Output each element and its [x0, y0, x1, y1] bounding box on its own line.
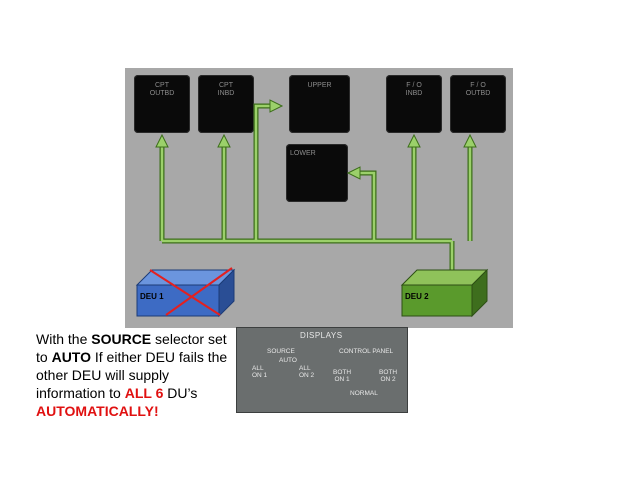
du-lower: LOWER: [286, 144, 348, 202]
deu1-fail-cross-a: [149, 269, 221, 316]
caption-source: SOURCE: [91, 331, 152, 347]
du-fo-inbd: F / O INBD: [386, 75, 442, 133]
deu2-label: DEU 2: [405, 292, 429, 301]
source-auto-label: AUTO: [279, 357, 297, 364]
caption-automatically: AUTOMATICALLY!: [36, 403, 159, 419]
arrow-cpt-outbd: [155, 133, 169, 148]
arrow-lower: [346, 166, 361, 180]
du-label-cpt-outbd: CPT OUTBD: [149, 82, 175, 97]
deu1-box: [135, 267, 236, 318]
du-fo-outbd: F / O OUTBD: [450, 75, 506, 133]
displays-overhead-panel: DISPLAYS SOURCE CONTROL PANEL AUTO ALL O…: [236, 327, 408, 413]
caption-text-1: With the: [36, 331, 92, 347]
arrow-fo-outbd: [463, 133, 477, 148]
caption-text-4: DU’s: [163, 385, 198, 401]
du-cpt-outbd: CPT OUTBD: [134, 75, 190, 133]
du-label-cpt-inbd: CPT INBD: [217, 82, 235, 97]
du-label-lower: LOWER: [290, 150, 316, 157]
source-all-on-2-label: ALL ON 2: [299, 365, 315, 379]
du-upper: UPPER: [289, 75, 350, 133]
arrow-cpt-inbd: [217, 133, 231, 148]
source-label: SOURCE: [267, 348, 295, 355]
cp-both-on-2-label: BOTH ON 2: [379, 369, 398, 383]
caption-text-3: If either DEU fails the other DEU will s…: [36, 349, 228, 401]
deu2-box: [400, 268, 489, 318]
source-all-on-1-label: ALL ON 1: [252, 365, 268, 379]
du-label-fo-outbd: F / O OUTBD: [465, 82, 491, 97]
deu1-label: DEU 1: [140, 292, 164, 301]
caption-all6: ALL 6: [124, 385, 164, 401]
control-panel-label: CONTROL PANEL: [339, 348, 394, 355]
du-cpt-inbd: CPT INBD: [198, 75, 254, 133]
caption-text-2: selector set to: [36, 331, 227, 365]
du-label-upper: UPPER: [307, 82, 332, 89]
caption-auto: AUTO: [51, 349, 91, 365]
cp-both-on-1-label: BOTH ON 1: [333, 369, 352, 383]
arrow-upper: [269, 99, 284, 113]
bus-to-upper: [253, 103, 270, 241]
bus-to-lower: [360, 170, 377, 241]
deu1-fail-cross-b: [165, 267, 233, 316]
du-label-fo-inbd: F / O INBD: [405, 82, 423, 97]
arrow-fo-inbd: [407, 133, 421, 148]
panel-title: DISPLAYS: [300, 331, 343, 340]
explanation-caption: With the SOURCE selector set to AUTO If …: [36, 330, 236, 420]
cp-normal-label: NORMAL: [350, 390, 378, 397]
